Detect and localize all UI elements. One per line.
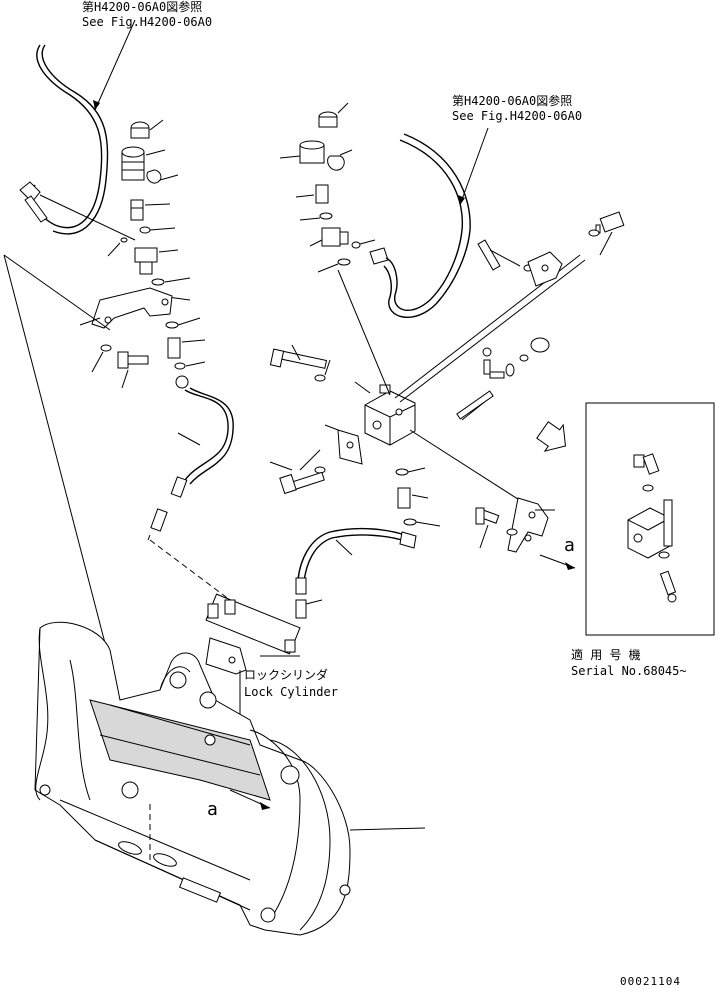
bolt-right-mid (477, 239, 533, 272)
fittings-left-column (107, 119, 191, 301)
hose-center (369, 133, 471, 319)
rod-lower (409, 429, 536, 511)
hose-center-lower (295, 527, 417, 619)
valve-block (354, 381, 416, 446)
hose-top-left (19, 44, 109, 235)
ref-label-top-left-en: See Fig.H4200-06A0 (82, 15, 213, 29)
washer-left (100, 344, 112, 352)
leader-ref-top-right (459, 127, 489, 206)
coupler-frame (34, 621, 426, 936)
view-marker-a-main: a (207, 799, 218, 820)
leader-ref-top-left (94, 19, 136, 111)
leader-diagonal-3 (39, 194, 136, 241)
serial-label-en: Serial No.68045~ (571, 664, 687, 678)
ref-label-top-right-jp: 第H4200-06A0図参照 (452, 94, 573, 108)
serial-label-jp: 適 用 号 機 (571, 648, 641, 662)
bracket-right-top (527, 251, 563, 287)
lock-cylinder-label-en: Lock Cylinder (244, 685, 338, 699)
serial-inset-box (585, 402, 715, 636)
inset-valve (627, 453, 677, 603)
plate-center (324, 424, 363, 465)
bolt-left (117, 351, 149, 389)
fittings-center-column (279, 102, 376, 273)
leader-diagonal-1 (3, 254, 111, 331)
lock-cylinder-label-jp: ロックシリンダ (244, 668, 329, 682)
inset-view-arrow (536, 421, 567, 452)
hose-left-lower (147, 387, 234, 541)
rod-upper-b (399, 259, 586, 403)
fittings-below-block (395, 467, 441, 527)
view-marker-a-right: a (564, 535, 575, 556)
bolt-right-top (588, 211, 625, 256)
ref-label-top-left-jp: 第H4200-06A0図参照 (82, 0, 203, 14)
fittings-right-mid (456, 337, 550, 421)
drawing-number: 00021104 (620, 975, 681, 988)
bracket-left (79, 287, 173, 329)
lock-cylinder (205, 593, 301, 675)
rod-diagonal (337, 269, 391, 396)
bolt-right-lower (475, 507, 518, 549)
ref-label-top-right-en: See Fig.H4200-06A0 (452, 109, 583, 123)
dashed-hose-path-left (149, 539, 231, 601)
bolt-center-lower (269, 449, 326, 495)
bolt-center-upper (269, 344, 331, 382)
bracket-right-lower (507, 497, 549, 553)
fittings-mid-left (165, 317, 206, 389)
